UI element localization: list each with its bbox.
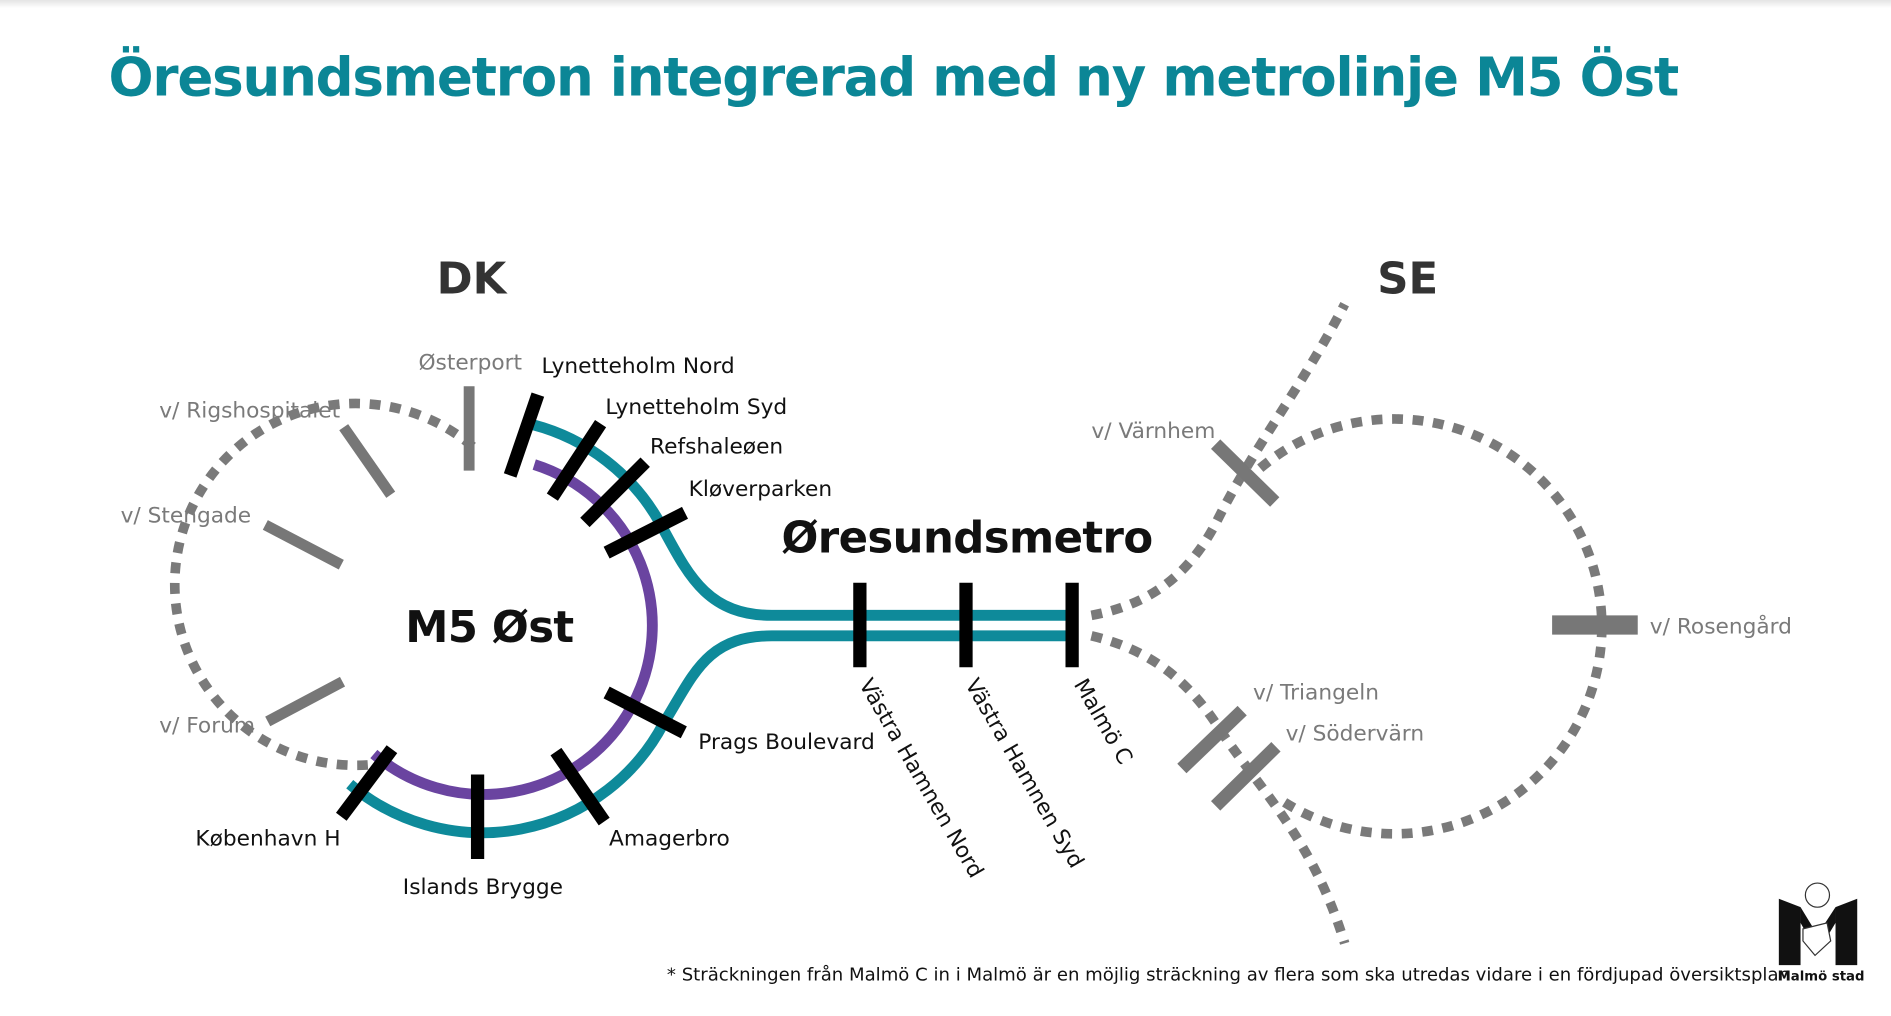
top-shade — [0, 0, 1891, 8]
station-tick-varnhem — [1211, 439, 1280, 507]
station-label-islands-brygge: Islands Brygge — [403, 875, 563, 900]
station-tick-stengade — [262, 520, 344, 570]
oresundsmetro-lower-line — [346, 630, 1074, 839]
station-tick-amagerbro — [550, 747, 610, 826]
logo-text: Malmö stad — [1778, 970, 1865, 985]
footnote: * Sträckningen från Malmö C in i Malmö ä… — [667, 965, 1790, 986]
station-tick-rigshospitalet — [339, 424, 396, 498]
station-tick-sodervarn — [1211, 742, 1281, 811]
se-upper-branch — [1090, 301, 1349, 621]
station-label-stengade: v/ Stengade — [121, 503, 252, 528]
station-label-rigshospitalet: v/ Rigshospitalet — [159, 399, 340, 424]
station-label-triangeln: v/ Triangeln — [1253, 681, 1379, 706]
station-label-prags-boulevard: Prags Boulevard — [698, 730, 875, 755]
station-label-vastra-hamnen-syd: Västra Hamnen Syd — [960, 675, 1089, 873]
line-label-oresundsmetro: Øresundsmetro — [781, 514, 1152, 564]
station-tick-prags-boulevard — [603, 686, 687, 739]
station-tick-triangeln — [1177, 705, 1247, 774]
station-label-refshaleoen: Refshaleøen — [650, 435, 783, 460]
station-tick-forum — [265, 676, 346, 727]
se-circle-line — [1257, 414, 1607, 839]
page-title: Öresundsmetron integrerad med ny metroli… — [109, 46, 1679, 109]
region-se: SE — [1377, 254, 1438, 304]
station-label-forum: v/ Forum — [159, 713, 255, 738]
station-tick-kobenhavn-h — [335, 745, 398, 821]
station-label-sodervarn: v/ Södervärn — [1286, 722, 1425, 747]
station-label-osterport: Østerport — [418, 350, 522, 375]
station-tick-kloverparken — [603, 506, 689, 559]
station-label-varnhem: v/ Värnhem — [1091, 419, 1215, 444]
station-tick-lynetteholm-nord — [503, 392, 545, 478]
region-dk: DK — [437, 254, 508, 304]
dk-existing-line — [169, 398, 476, 771]
line-label-m5-ost: M5 Øst — [405, 603, 573, 653]
station-label-kobenhavn-h: København H — [195, 827, 340, 852]
station-tick-lynetteholm-syd — [546, 419, 607, 501]
station-label-vastra-hamnen-nord: Västra Hamnen Nord — [853, 675, 987, 883]
station-tick-refshaleoen — [580, 457, 650, 528]
malmo-stad-logo: Malmö stad — [1778, 882, 1865, 985]
station-label-amagerbro: Amagerbro — [609, 827, 730, 852]
station-label-lynetteholm-nord: Lynetteholm Nord — [541, 354, 734, 379]
station-label-lynetteholm-syd: Lynetteholm Syd — [605, 395, 787, 420]
station-label-kloverparken: Kløverparken — [689, 477, 832, 502]
station-label-malmo-c: Malmö C — [1068, 675, 1137, 769]
station-label-rosengard: v/ Rosengård — [1650, 613, 1792, 639]
